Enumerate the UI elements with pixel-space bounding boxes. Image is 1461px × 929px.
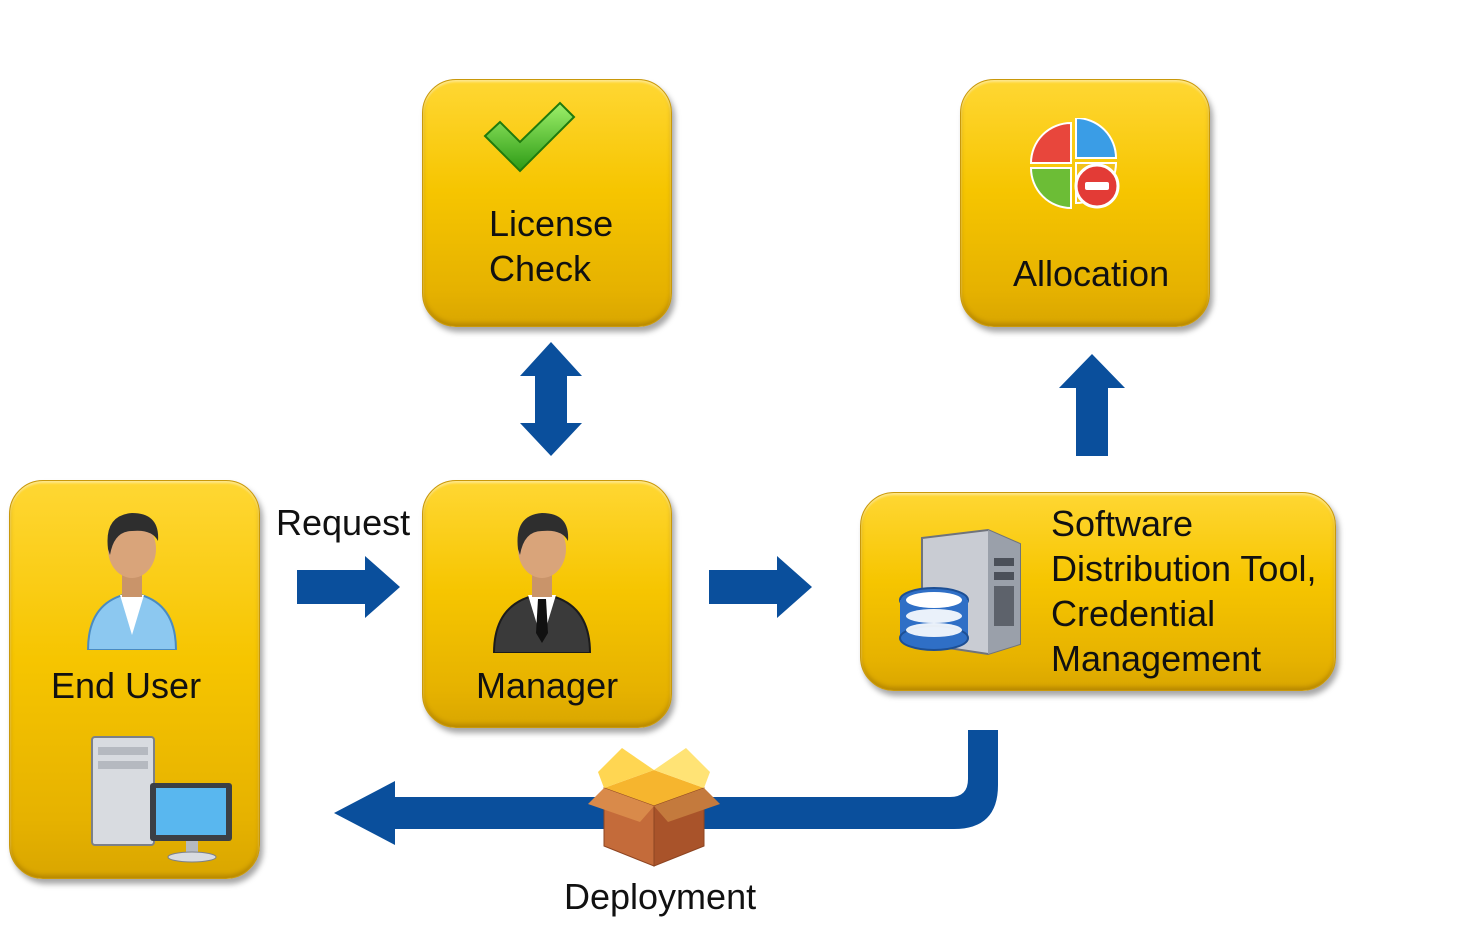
- request-arrow: [297, 556, 400, 618]
- manager-icon: [492, 513, 592, 653]
- allocation-label: Allocation: [1013, 253, 1170, 294]
- end-user-label: End User: [51, 665, 202, 706]
- software-distribution-label: Software Distribution Tool, Credential M…: [1051, 503, 1317, 679]
- workstation-icon: [91, 736, 232, 863]
- manager-to-software-arrow: [709, 556, 812, 618]
- request-label: Request: [276, 502, 411, 543]
- deployment-label: Deployment: [564, 876, 757, 917]
- database-server-icon: [899, 528, 1021, 656]
- allocation-up-arrow: [1059, 354, 1125, 456]
- checkmark-icon: [483, 101, 576, 173]
- user-icon: [86, 513, 178, 650]
- license-check-label: License Check: [489, 203, 614, 289]
- pie-chart-remove-icon: [1029, 118, 1120, 210]
- deployment-arrow: [334, 730, 998, 845]
- manager-label: Manager: [476, 665, 619, 706]
- package-icon: [588, 748, 720, 867]
- license-double-arrow: [520, 342, 582, 456]
